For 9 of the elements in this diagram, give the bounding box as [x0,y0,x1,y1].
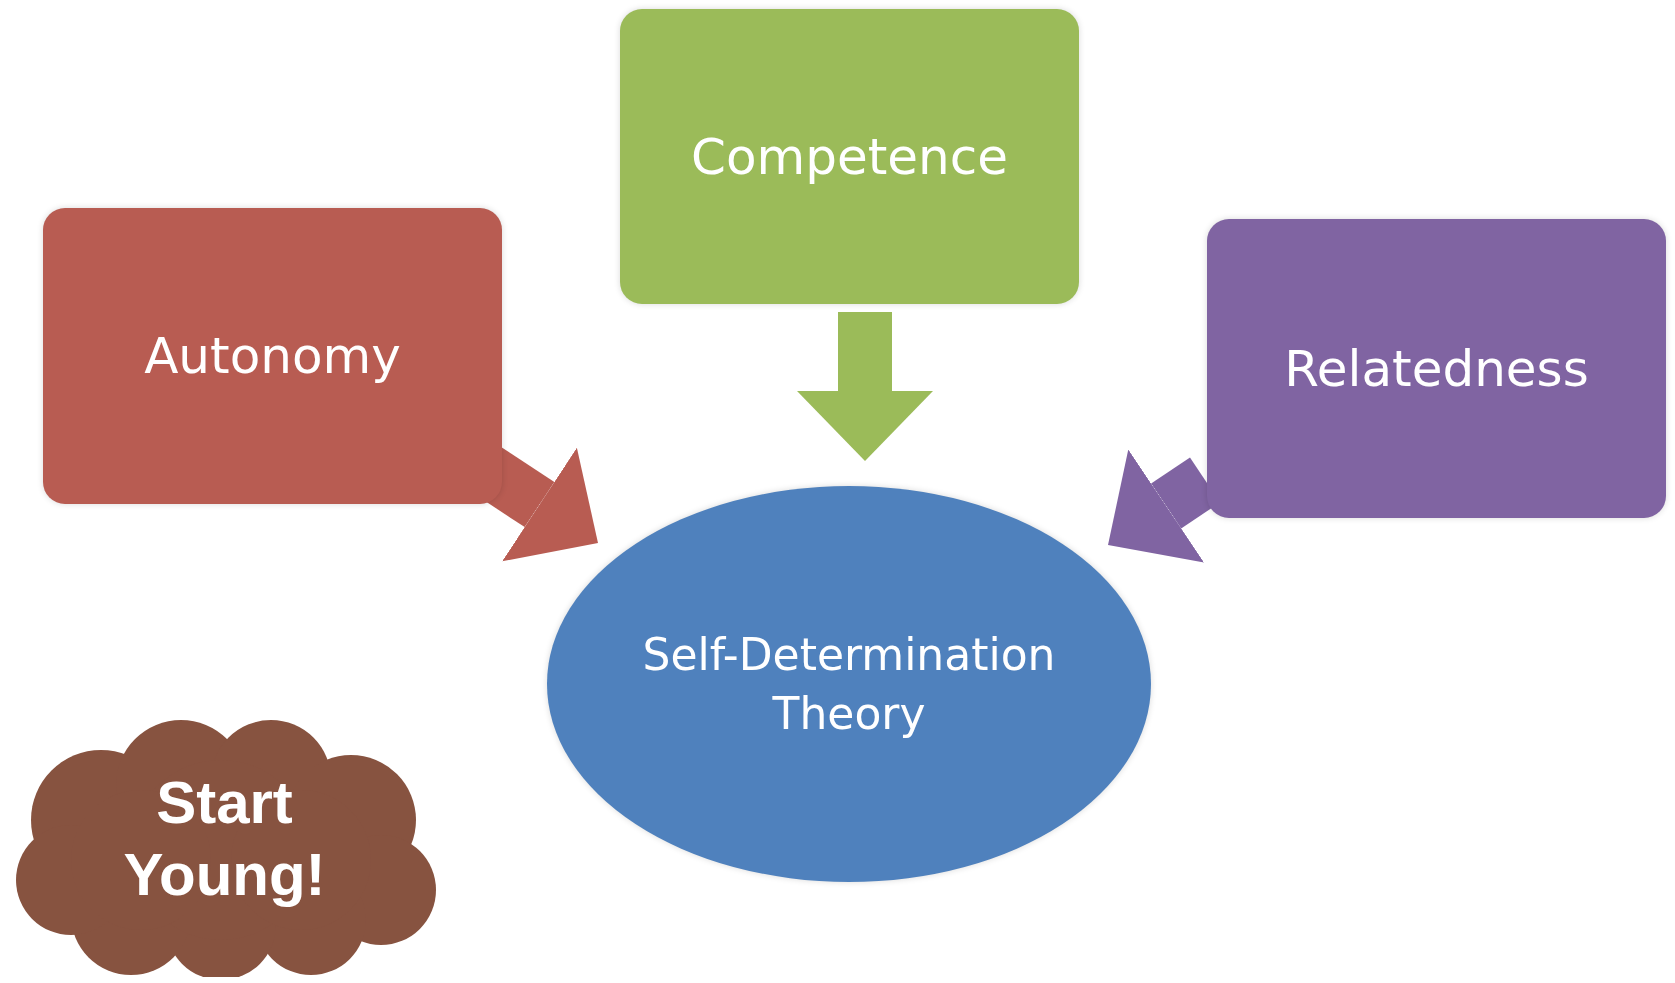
cloud-label: Start Young! [122,767,327,910]
block-arrow [797,312,933,461]
node-label: Self-Determination Theory [641,627,1057,741]
node-label: Autonomy [144,327,401,385]
node-label: Competence [691,127,1008,186]
concept-box [1207,219,1666,518]
concept-box [43,208,502,504]
concept-box [620,9,1079,304]
node-label: Relatedness [1284,339,1589,398]
